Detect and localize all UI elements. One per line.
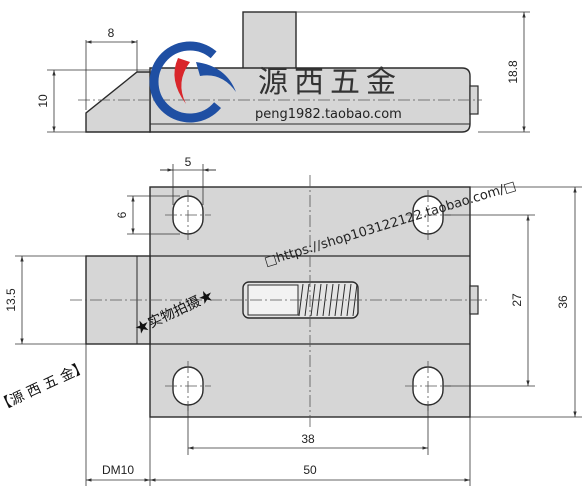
dim-nose-width: 8 xyxy=(108,26,115,40)
dim-hole-pitch-vertical: 27 xyxy=(510,293,524,307)
brand-url: peng1982.taobao.com xyxy=(255,107,402,122)
bracket-brand-watermark: 【源 西 五 金】 xyxy=(0,359,90,415)
dim-body-height: 36 xyxy=(556,295,570,309)
dim-bolt-protrusion: DM10 xyxy=(102,463,134,477)
knob xyxy=(242,11,297,71)
dim-hole-pitch-horizontal: 38 xyxy=(301,432,315,446)
logo-blue-swoosh xyxy=(196,62,236,92)
dim-slot-height: 6 xyxy=(115,211,129,218)
dim-slot-width: 5 xyxy=(185,155,192,169)
dim-overall-height: 18.8 xyxy=(506,60,520,84)
bolt-nose xyxy=(85,71,151,133)
dim-bolt-height: 13.5 xyxy=(4,288,18,312)
dim-body-width: 50 xyxy=(303,463,317,477)
logo-red-swoosh xyxy=(174,58,190,104)
dim-nose-height: 10 xyxy=(36,94,50,108)
brand-name: 源西五金 xyxy=(258,65,402,100)
front-view: 5 6 13.5 27 36 38 DM10 50 xyxy=(4,155,582,486)
